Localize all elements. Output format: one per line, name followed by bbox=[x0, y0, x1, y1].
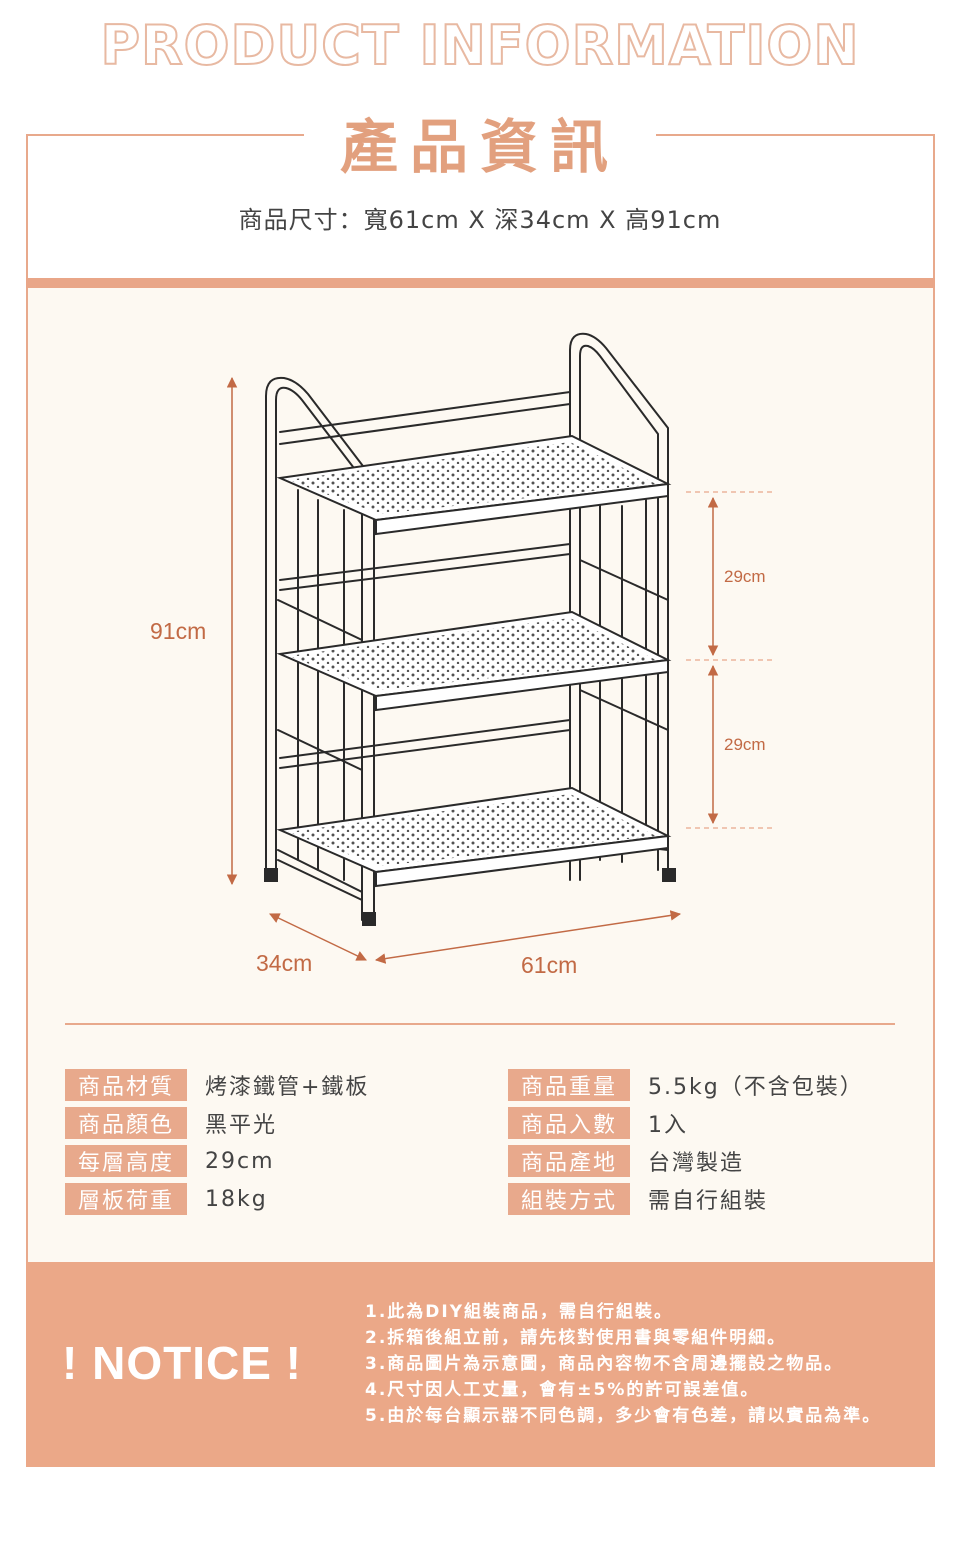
notice-item: 4.尺寸因人工丈量，會有±5%的許可誤差值。 bbox=[365, 1380, 760, 1400]
spec-label: 每層高度 bbox=[65, 1145, 187, 1177]
spec-label: 商品材質 bbox=[65, 1069, 187, 1101]
tier-gap-label: 29cm bbox=[724, 735, 766, 754]
foot-cap bbox=[362, 912, 376, 926]
spec-value: 台灣製造 bbox=[648, 1151, 745, 1176]
tier-gap-label: 29cm bbox=[724, 567, 766, 586]
width-dimension-line bbox=[374, 910, 682, 964]
foot-cap bbox=[662, 868, 676, 882]
frame-line bbox=[656, 134, 935, 136]
shelf-diagram bbox=[226, 332, 776, 964]
spec-row: 商品入數 1入 bbox=[508, 1107, 688, 1139]
notice-item: 3.商品圖片為示意圖，商品內容物不含周邊擺設之物品。 bbox=[365, 1354, 844, 1374]
spec-label: 組裝方式 bbox=[508, 1183, 630, 1215]
spec-row: 商品重量 5.5kg（不含包裝） bbox=[508, 1069, 864, 1101]
spec-value: 29cm bbox=[205, 1148, 275, 1174]
spec-value: 1入 bbox=[648, 1113, 688, 1138]
spec-row: 商品產地 台灣製造 bbox=[508, 1145, 744, 1177]
notice-panel bbox=[26, 1262, 935, 1467]
spec-row: 層板荷重 18kg bbox=[65, 1183, 268, 1215]
spec-value: 黑平光 bbox=[205, 1113, 278, 1138]
page-title: 產品資訊 bbox=[339, 113, 620, 181]
spec-label: 商品產地 bbox=[508, 1145, 630, 1177]
spec-row: 每層高度 29cm bbox=[65, 1145, 275, 1177]
frame-line bbox=[26, 134, 304, 136]
spec-row: 商品材質 烤漆鐵管+鐵板 bbox=[65, 1069, 369, 1101]
spec-value: 需自行組裝 bbox=[648, 1189, 769, 1214]
notice-list: 1.此為DIY組裝商品，需自行組裝。 2.拆箱後組立前，請先核對使用書與零組件明… bbox=[365, 1299, 881, 1429]
height-label: 91cm bbox=[150, 618, 207, 644]
divider bbox=[65, 1023, 895, 1025]
frame-line bbox=[933, 134, 935, 1262]
notice-item: 2.拆箱後組立前，請先核對使用書與零組件明細。 bbox=[365, 1328, 787, 1348]
spec-label: 商品入數 bbox=[508, 1107, 630, 1139]
spec-row: 組裝方式 需自行組裝 bbox=[508, 1183, 768, 1215]
notice-item: 5.由於每台顯示器不同色調，多少會有色差，請以實品為準。 bbox=[365, 1406, 882, 1426]
title-english: PRODUCT INFORMATION bbox=[99, 13, 860, 78]
spec-label: 商品重量 bbox=[508, 1069, 630, 1101]
width-label: 61cm bbox=[521, 952, 578, 978]
foot-cap bbox=[264, 868, 278, 882]
accent-band bbox=[26, 278, 935, 288]
spec-label: 商品顏色 bbox=[65, 1107, 187, 1139]
spec-value: 烤漆鐵管+鐵板 bbox=[205, 1075, 370, 1100]
shelf-tier-bottom bbox=[276, 786, 672, 888]
spec-value: 18kg bbox=[205, 1186, 268, 1212]
spec-row: 商品顏色 黑平光 bbox=[65, 1107, 277, 1139]
notice-item: 1.此為DIY組裝商品，需自行組裝。 bbox=[365, 1302, 674, 1322]
spec-value: 5.5kg（不含包裝） bbox=[648, 1075, 864, 1100]
product-size-text: 商品尺寸：寬61cm X 深34cm X 高91cm bbox=[238, 206, 722, 234]
frame-line bbox=[26, 134, 28, 1262]
depth-label: 34cm bbox=[256, 950, 313, 976]
shelf-tier-middle bbox=[276, 610, 672, 712]
notice-heading: ! NOTICE ! bbox=[62, 1337, 302, 1389]
shelf-tier-top bbox=[276, 434, 672, 536]
depth-dimension-line bbox=[269, 913, 367, 961]
spec-label: 層板荷重 bbox=[65, 1183, 187, 1215]
